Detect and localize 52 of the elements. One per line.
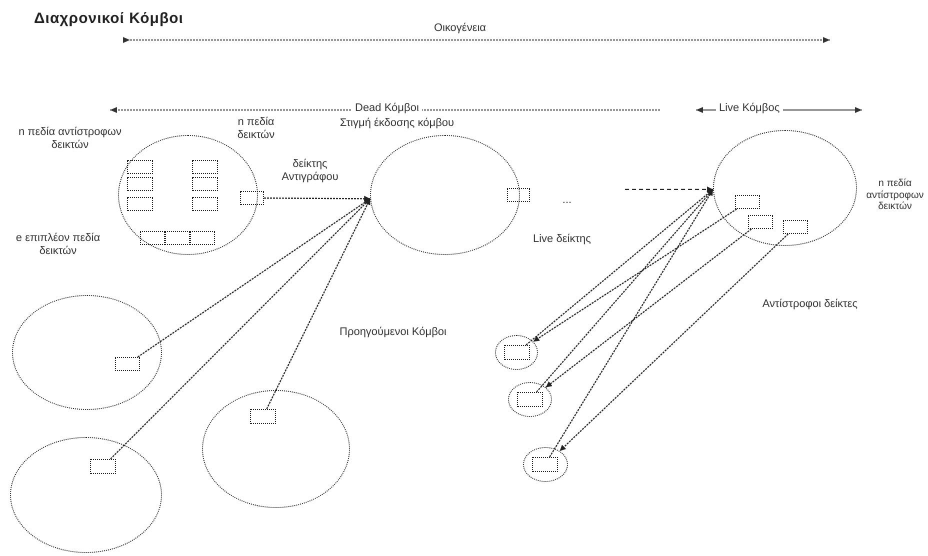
- field-slot: [192, 160, 218, 174]
- field-slot: [190, 230, 214, 244]
- field-slot: [140, 230, 164, 244]
- connector-arrow: [137, 198, 370, 358]
- annotation-label: Live Κόμβος: [716, 102, 783, 115]
- annotation-label: Dead Κόμβοι: [352, 102, 422, 115]
- annotation-label: Στιγμή έκδοσης κόμβου: [338, 117, 456, 130]
- annotation-label: ...: [561, 194, 573, 207]
- node-ellipse: [495, 335, 538, 370]
- node-ellipse: [202, 390, 350, 508]
- annotation-label: e επιπλέον πεδία δεικτών: [14, 232, 102, 258]
- field-slot: [90, 458, 116, 474]
- node-ellipse: [12, 295, 162, 410]
- connector-arrow: [536, 189, 714, 392]
- connector-arrow: [549, 189, 714, 458]
- field-slot: [240, 190, 264, 204]
- connector-arrow: [266, 198, 371, 410]
- connector-arrow: [110, 198, 371, 460]
- annotation-label: Live δείκτης: [532, 233, 592, 246]
- diagram-title: Διαχρονικοί Κόμβοι: [34, 10, 184, 27]
- field-slot: [782, 220, 808, 234]
- field-slot: [192, 196, 218, 210]
- node-ellipse: [523, 447, 568, 482]
- field-slot: [250, 408, 276, 424]
- connector-arrow: [545, 228, 752, 388]
- field-slot: [126, 176, 152, 190]
- field-slot: [126, 160, 152, 174]
- connector-arrow: [532, 208, 738, 342]
- field-slot: [516, 392, 542, 406]
- connector-arrow: [264, 196, 370, 202]
- field-slot: [114, 356, 140, 370]
- node-ellipse: [713, 130, 857, 246]
- node-ellipse: [10, 437, 162, 553]
- annotation-label: Αντίστροφοι δείκτες: [761, 298, 859, 311]
- annotation-label: Προηγούμενοι Κόμβοι: [338, 326, 448, 339]
- field-slot: [164, 230, 190, 244]
- field-slot: [734, 194, 760, 208]
- annotation-label: n πεδία αντίστροφων δεικτών: [17, 126, 123, 152]
- field-slot: [748, 214, 772, 228]
- connector-arrow: [559, 234, 789, 452]
- field-slot: [504, 344, 530, 360]
- annotation-label: n πεδία αντίστροφων δεικτών: [865, 178, 925, 212]
- connector-arrow: [526, 188, 714, 346]
- field-slot: [506, 188, 530, 202]
- connector-arrow: [625, 186, 714, 192]
- annotation-label: n πεδία δεικτών: [236, 116, 276, 142]
- field-slot: [532, 456, 558, 472]
- node-ellipse: [508, 382, 552, 417]
- field-slot: [192, 176, 218, 190]
- annotation-label: Οικογένεια: [432, 22, 488, 35]
- annotation-label: δείκτης Αντιγράφου: [280, 158, 340, 184]
- field-slot: [126, 196, 152, 210]
